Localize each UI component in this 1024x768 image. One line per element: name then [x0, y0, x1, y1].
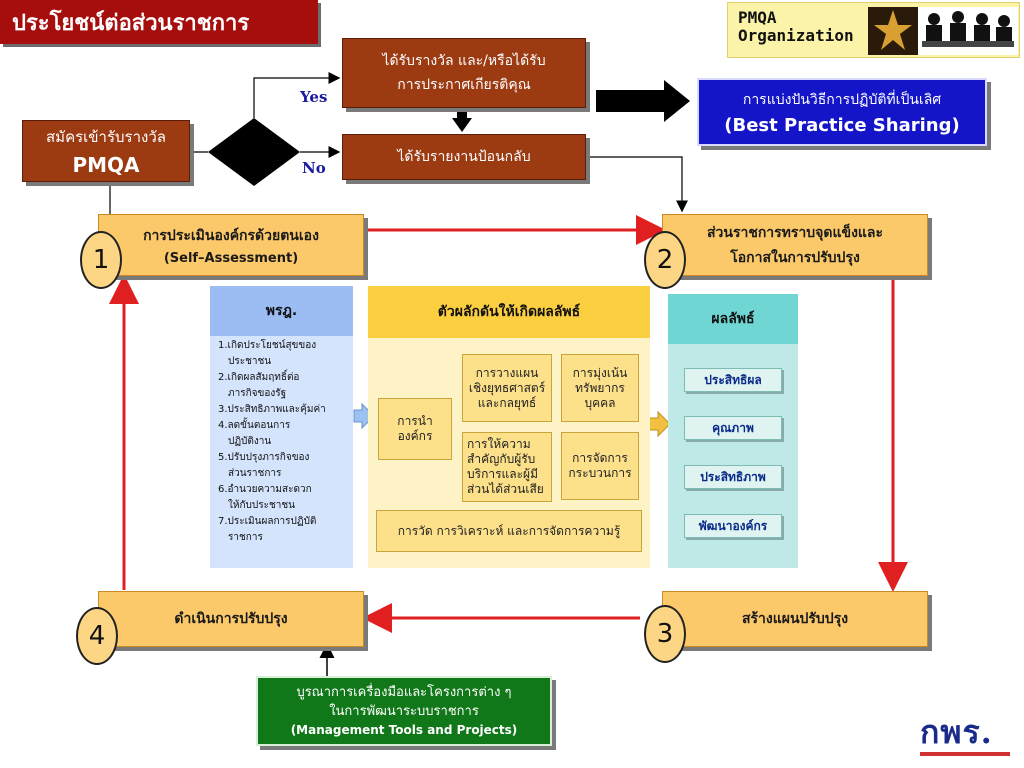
hr-line-1: การมุ่งเน้น: [572, 365, 628, 380]
strategy-line-3: และกลยุทธ์: [477, 395, 537, 410]
leadership-line-2: องค์กร: [397, 429, 433, 443]
tools-line-3: (Management Tools and Projects): [290, 722, 518, 737]
apply-pmqa-box: สมัครเข้ารับรางวัล PMQA: [22, 120, 190, 182]
law-list: 1.เกิดประโยชน์สุขของ ประชาชน 2.เกิดผลสัม…: [210, 336, 353, 546]
step-3-plan-box: สร้างแผนปรับปรุง: [662, 591, 928, 647]
measurement-text: การวัด การวิเคราะห์ และการจัดการความรู้: [397, 523, 621, 538]
law-item: 3.ประสิทธิภาพและคุ้มค่า: [218, 404, 326, 415]
customer-line-3: บริการและผู้มี: [467, 467, 538, 481]
law-item: 6.อำนวยความสะดวก: [218, 484, 312, 495]
step-3-number: 3: [644, 605, 686, 663]
measurement-knowledge-box: การวัด การวิเคราะห์ และการจัดการความรู้: [376, 510, 642, 552]
law-item: 2.เกิดผลสัมฤทธิ์ต่อ: [218, 372, 300, 383]
step-2-number: 2: [644, 231, 686, 289]
process-line-2: กระบวนการ: [568, 466, 632, 480]
strategy-line-1: การวางแผน: [475, 365, 539, 380]
step-4-number: 4: [76, 607, 118, 665]
step-1-line-2: (Self–Assessment): [163, 250, 299, 266]
tools-line-1: บูรณาการเครื่องมือและโครงการต่าง ๆ: [296, 684, 512, 700]
step-1-line-1: การประเมินองค์กรด้วยตนเอง: [143, 227, 319, 244]
law-item: ภารกิจของรัฐ: [228, 388, 287, 399]
feedback-text: ได้รับรายงานป้อนกลับ: [397, 149, 531, 165]
meeting-people-icon: [918, 7, 1018, 55]
trophy-icon: [868, 7, 918, 55]
result-item-efficiency: ประสิทธิภาพ: [684, 465, 782, 489]
law-item: 4.ลดขั้นตอนการ: [218, 420, 291, 431]
law-item: ราชการ: [228, 532, 263, 543]
strategy-box: การวางแผน เชิงยุทธศาสตร์ และกลยุทธ์: [462, 354, 552, 422]
step-3-label: สร้างแผนปรับปรุง: [741, 611, 849, 627]
management-tools-box: บูรณาการเครื่องมือและโครงการต่าง ๆ ในการ…: [256, 676, 552, 746]
logo-line-1: PMQA: [738, 8, 777, 27]
tools-line-2: ในการพัฒนาระบบราชการ: [329, 703, 479, 719]
law-item: 7.ประเมินผลการปฏิบัติ: [218, 516, 317, 527]
leadership-line-1: การนำ: [397, 414, 433, 428]
step-4-label: ดำเนินการปรับปรุง: [174, 611, 288, 627]
pmqa-organization-logo: PMQA Organization: [727, 2, 1020, 58]
customer-line-4: ส่วนได้ส่วนเสีย: [467, 482, 544, 496]
law-item: ประชาชน: [228, 356, 272, 367]
best-practice-line-2: (Best Practice Sharing): [724, 114, 960, 136]
page-title-text: ประโยชน์ต่อส่วนราชการ: [12, 10, 250, 36]
decision-diamond: [208, 118, 300, 186]
law-header-text: พรฎ.: [265, 303, 298, 319]
page-title: ประโยชน์ต่อส่วนราชการ: [0, 0, 318, 44]
result-item-quality: คุณภาพ: [684, 416, 782, 440]
drivers-header: ตัวผลักดันให้เกิดผลลัพธ์: [368, 286, 650, 338]
apply-line-1: สมัครเข้ารับรางวัล: [46, 128, 166, 146]
customer-line-1: การให้ความ: [467, 437, 531, 451]
opdc-logo-text: กพร.: [920, 713, 993, 751]
customer-focus-box: การให้ความ สำคัญกับผู้รับ บริการและผู้มี…: [462, 432, 552, 502]
step-1-self-assessment-box: การประเมินองค์กรด้วยตนเอง (Self–Assessme…: [98, 214, 364, 276]
process-management-box: การจัดการ กระบวนการ: [561, 432, 639, 500]
law-item: ปฏิบัติงาน: [228, 436, 272, 447]
law-item: 1.เกิดประโยชน์สุขของ: [218, 340, 317, 351]
step-4-implement-box: ดำเนินการปรับปรุง: [98, 591, 364, 647]
law-header: พรฎ.: [210, 286, 353, 336]
step-2-line-2: โอกาสในการปรับปรุง: [730, 249, 860, 266]
award-line-1: ได้รับรางวัล และ/หรือได้รับ: [382, 53, 546, 69]
results-header: ผลลัพธ์: [668, 294, 798, 344]
results-header-text: ผลลัพธ์: [711, 311, 755, 327]
process-line-1: การจัดการ: [572, 451, 628, 465]
customer-line-2: สำคัญกับผู้รับ: [467, 452, 536, 466]
award-line-2: การประกาศเกียรติคุณ: [397, 77, 531, 93]
hr-line-3: บุคคล: [584, 395, 616, 410]
step-2-line-1: ส่วนราชการทราบจุดแข็งและ: [706, 224, 884, 241]
award-box: ได้รับรางวัล และ/หรือได้รับ การประกาศเกี…: [342, 38, 586, 108]
law-item: ส่วนราชการ: [228, 468, 282, 479]
step-2-strengths-box: ส่วนราชการทราบจุดแข็งและ โอกาสในการปรับป…: [662, 214, 928, 276]
best-practice-box: การแบ่งปันวิธีการปฏิบัติที่เป็นเลิศ (Bes…: [697, 78, 987, 146]
law-item: ให้กับประชาชน: [228, 500, 295, 511]
yes-label: Yes: [300, 88, 328, 106]
hr-line-2: ทรัพยากร: [575, 380, 625, 395]
hr-focus-box: การมุ่งเน้น ทรัพยากร บุคคล: [561, 354, 639, 422]
no-label: No: [302, 159, 326, 177]
leadership-box: การนำ องค์กร: [378, 398, 452, 460]
law-item: 5.ปรับปรุงภารกิจของ: [218, 452, 310, 463]
best-practice-line-1: การแบ่งปันวิธีการปฏิบัติที่เป็นเลิศ: [742, 91, 942, 108]
strategy-line-2: เชิงยุทธศาสตร์: [468, 380, 546, 395]
step-1-number: 1: [80, 231, 122, 289]
logo-line-2: Organization: [738, 26, 854, 45]
opdc-logo: กพร.: [920, 712, 1016, 760]
drivers-header-text: ตัวผลักดันให้เกิดผลลัพธ์: [437, 304, 581, 320]
law-panel: พรฎ. 1.เกิดประโยชน์สุขของ ประชาชน 2.เกิด…: [210, 286, 353, 568]
result-item-org-development: พัฒนาองค์กร: [684, 514, 782, 538]
feedback-box: ได้รับรายงานป้อนกลับ: [342, 134, 586, 180]
result-item-effectiveness: ประสิทธิผล: [684, 368, 782, 392]
apply-line-2: PMQA: [72, 153, 140, 177]
